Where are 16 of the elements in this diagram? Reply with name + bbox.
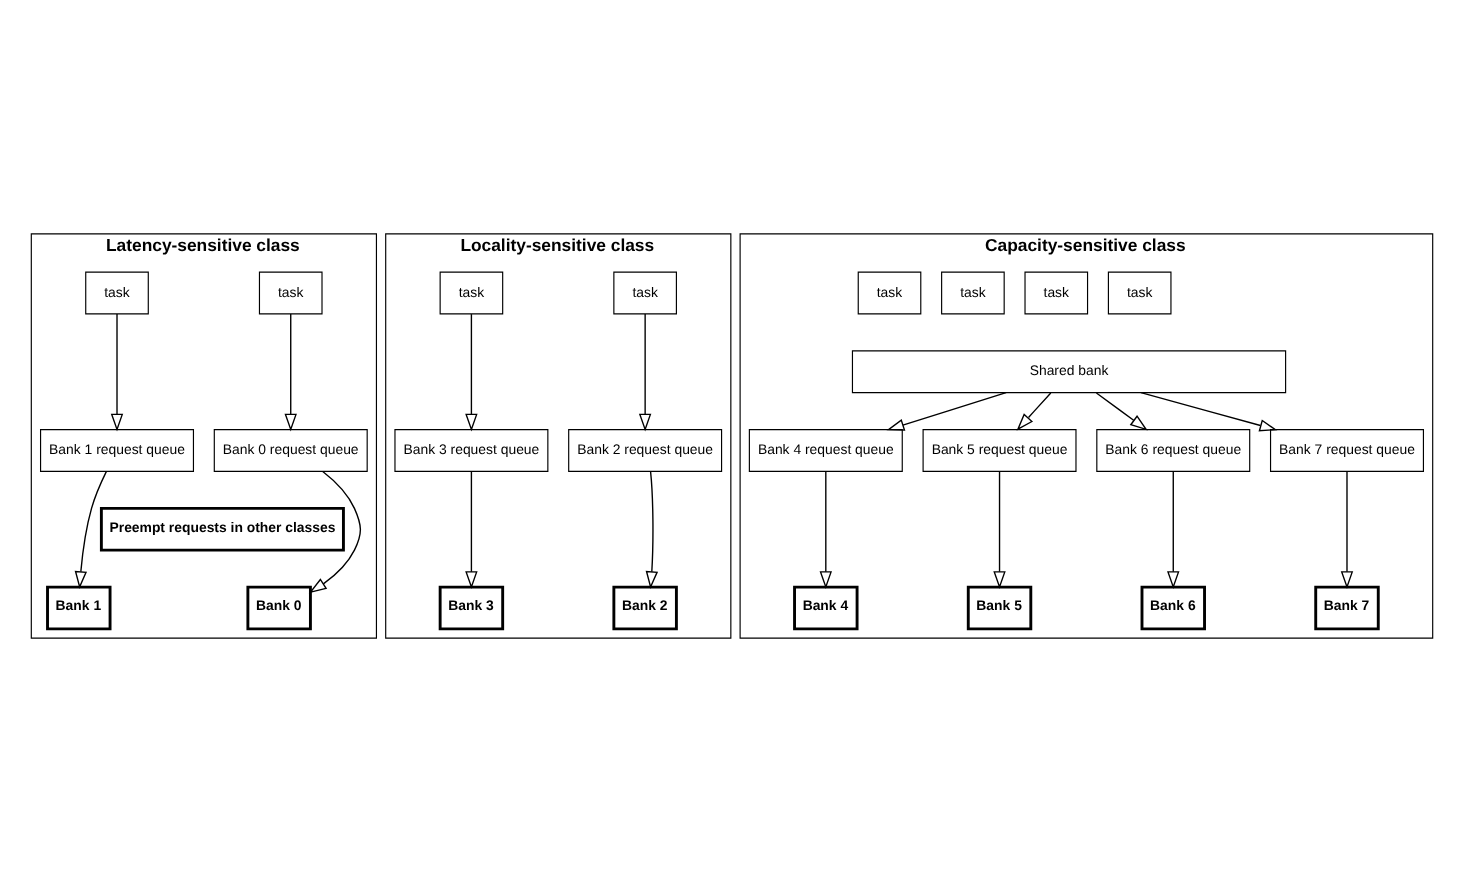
arrow xyxy=(284,313,297,432)
arrow xyxy=(1140,391,1278,432)
arrow xyxy=(465,470,478,590)
arrow xyxy=(74,470,107,589)
arrow xyxy=(993,470,1006,590)
arrow xyxy=(1016,392,1052,431)
arrow xyxy=(886,391,1007,431)
arrow xyxy=(819,470,833,590)
arrow xyxy=(1095,392,1148,431)
arrow xyxy=(1340,470,1354,590)
arrow xyxy=(1167,470,1180,590)
arrow xyxy=(645,470,659,590)
arrow xyxy=(110,313,124,432)
arrow xyxy=(638,313,652,432)
arrow xyxy=(465,313,478,432)
arrow xyxy=(308,470,362,594)
